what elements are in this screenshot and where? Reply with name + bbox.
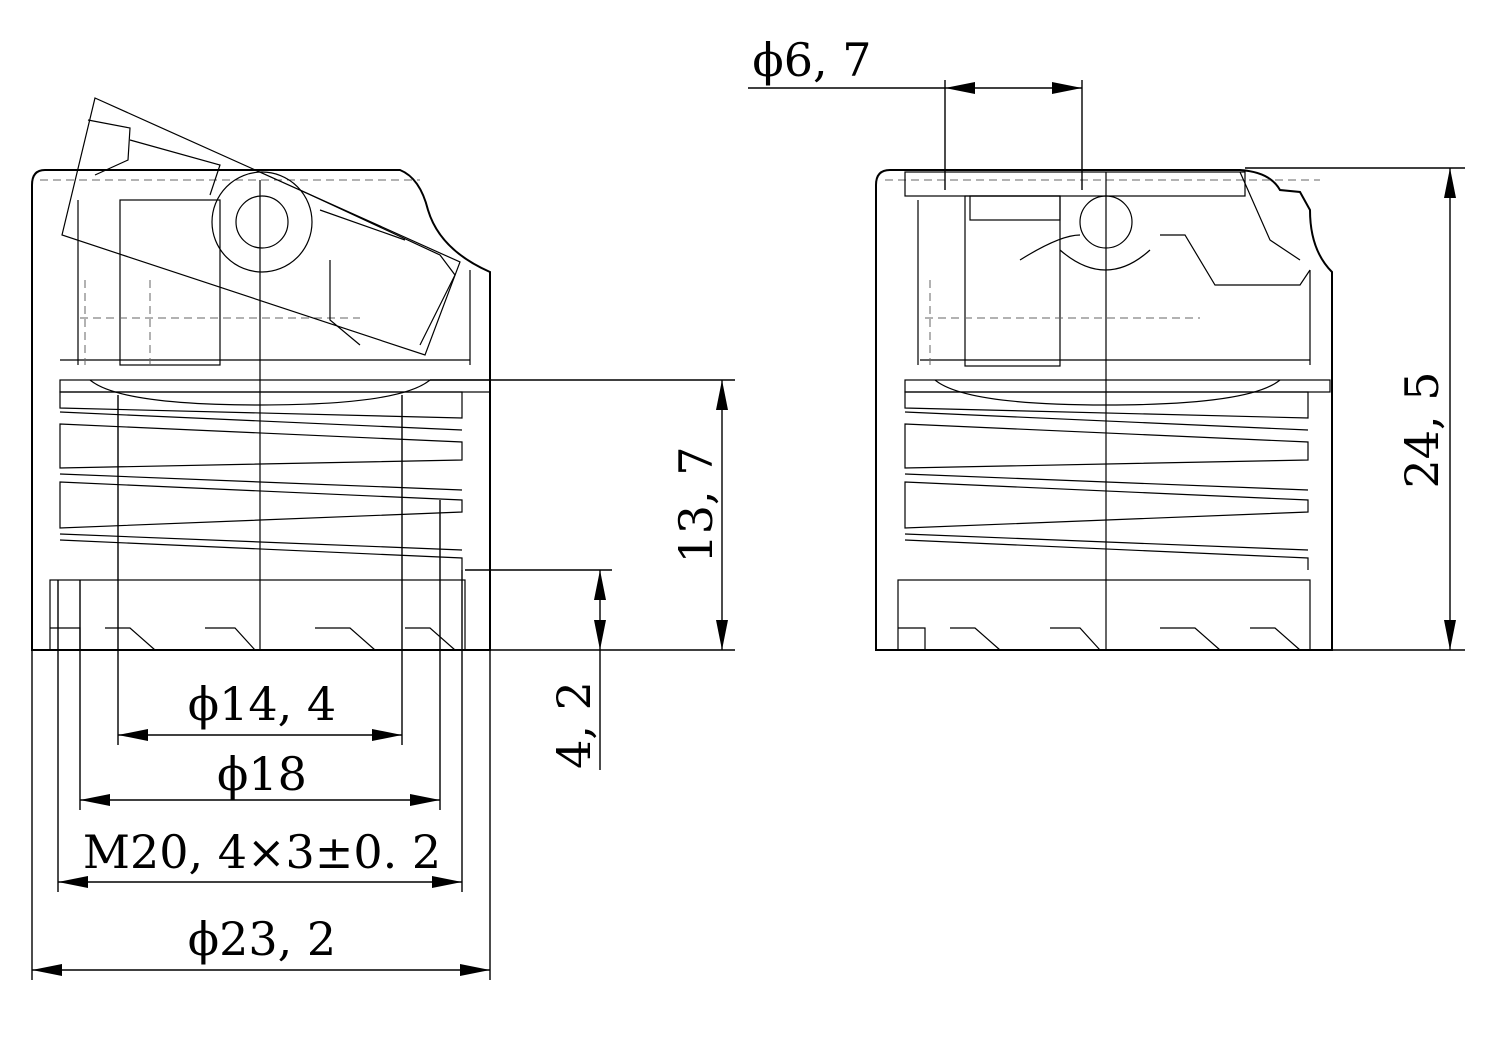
dim-h-base: 4, 2 xyxy=(547,570,606,769)
left-threads xyxy=(59,391,463,570)
dim-label-h-thread: 13, 7 xyxy=(669,446,723,563)
right-base-ring xyxy=(897,579,1311,651)
dim-label-d-inner: ϕ14, 4 xyxy=(188,677,336,731)
dim-label-d-mid: ϕ18 xyxy=(217,747,307,801)
dim-d-orifice: ϕ6, 7 xyxy=(748,33,1082,94)
right-lid-top xyxy=(904,171,1246,197)
right-hinge-circle xyxy=(1079,195,1133,249)
right-base-teeth xyxy=(898,627,1301,651)
left-spout xyxy=(119,199,221,366)
dim-label-h-base: 4, 2 xyxy=(547,681,601,769)
dim-d-mid: ϕ18 xyxy=(80,747,440,806)
right-bore-curve xyxy=(934,379,1281,406)
right-top-ring xyxy=(904,379,1331,393)
dim-label-thread: M20, 4×3±0. 2 xyxy=(83,825,441,879)
right-lid-edge xyxy=(1239,171,1301,261)
right-spout-top xyxy=(969,195,1061,221)
right-lid-detail-2 xyxy=(1019,234,1081,261)
left-hinge-outer xyxy=(211,171,313,273)
left-hinge-circle xyxy=(235,195,289,249)
left-open-lid xyxy=(61,97,461,356)
left-view-cap xyxy=(31,97,735,980)
dim-thread: M20, 4×3±0. 2 xyxy=(58,825,462,888)
left-top-ring xyxy=(59,379,491,393)
dim-d-inner: ϕ14, 4 xyxy=(118,677,402,741)
left-base-teeth xyxy=(50,627,456,651)
dim-label-d-orifice: ϕ6, 7 xyxy=(752,33,871,87)
left-body-outline xyxy=(31,169,491,651)
right-lid-detail xyxy=(1160,234,1311,286)
left-bore-curve xyxy=(89,379,431,406)
right-spout xyxy=(964,195,1061,367)
right-view-cap xyxy=(875,80,1465,651)
dim-h-thread: 13, 7 xyxy=(669,380,728,650)
right-threads xyxy=(904,391,1309,570)
left-base-ring xyxy=(49,579,466,651)
dim-h-total: 24, 5 xyxy=(1395,168,1456,650)
dim-label-h-total: 24, 5 xyxy=(1395,371,1449,488)
dim-d-outer: ϕ23, 2 xyxy=(32,912,490,976)
right-body-outline xyxy=(875,169,1333,651)
right-hinge-arc xyxy=(1059,249,1151,271)
dim-label-d-outer: ϕ23, 2 xyxy=(188,912,336,966)
